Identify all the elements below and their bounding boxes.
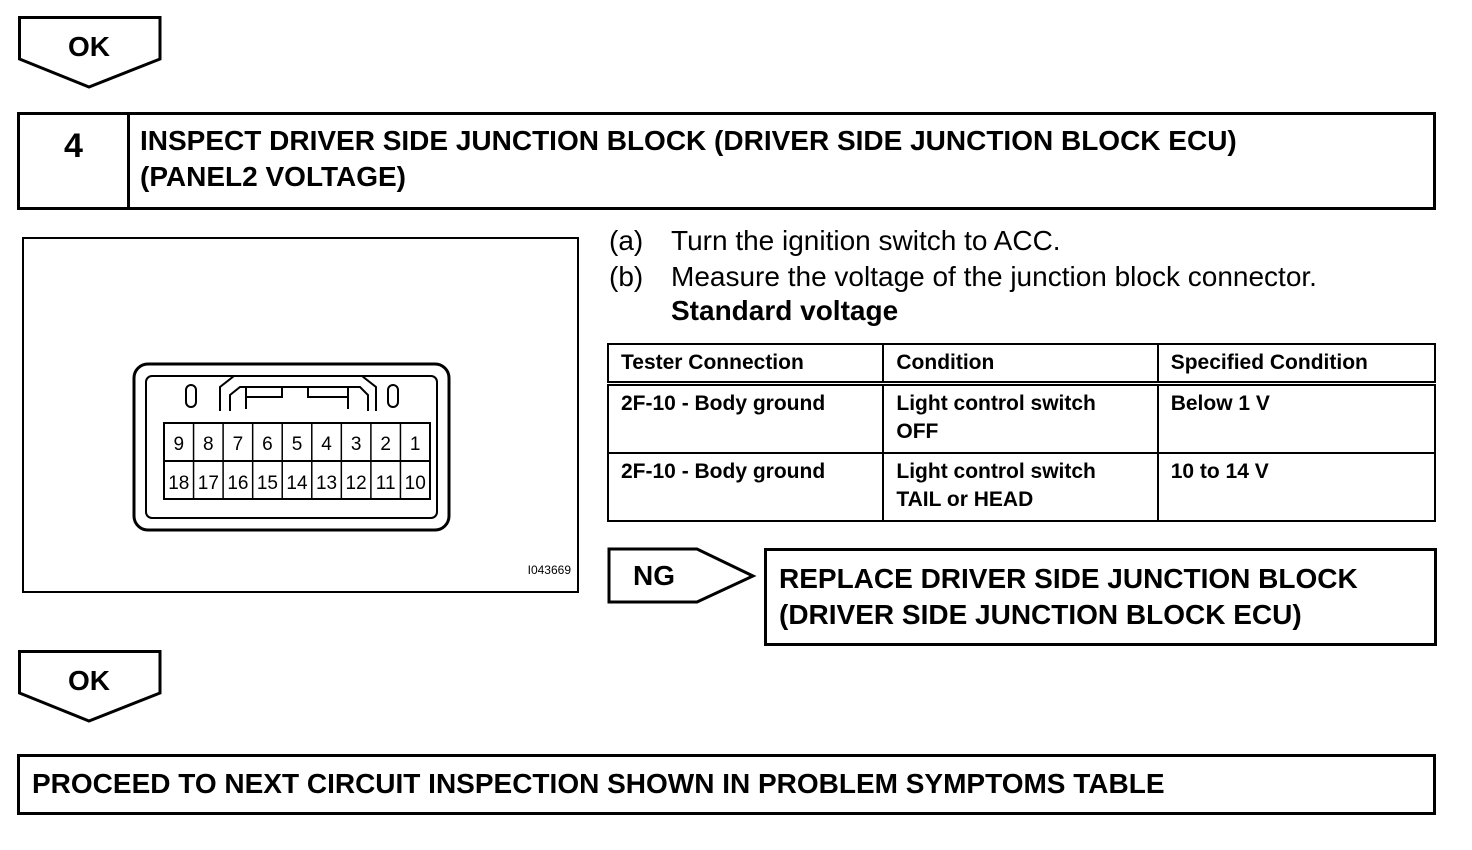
row2-condition: Light control switch TAIL or HEAD <box>882 452 1159 522</box>
ok-arrow-bottom: OK <box>18 650 162 723</box>
row2-condition-line1: Light control switch <box>896 460 1096 483</box>
step-number: 4 <box>20 115 130 207</box>
pin-label: 7 <box>233 434 244 455</box>
figure-id: I043669 <box>527 563 571 577</box>
row1-specified: Below 1 V <box>1156 382 1437 454</box>
row1-connection: 2F-10 - Body ground <box>606 382 885 454</box>
table-row: 2F-10 - Body ground Light control switch… <box>606 382 1437 454</box>
table-row: 2F-10 - Body ground Light control switch… <box>606 452 1437 522</box>
pin-label: 14 <box>286 473 308 494</box>
instruction-b-marker: (b) <box>609 261 644 292</box>
pin-label: 5 <box>292 434 303 455</box>
ok-label-top: OK <box>68 31 110 62</box>
ng-label: NG <box>633 560 675 591</box>
step-title-line2: (PANEL2 VOLTAGE) <box>140 161 406 192</box>
pin-label: 10 <box>405 473 426 494</box>
pin-label: 16 <box>227 473 248 494</box>
pin-label: 4 <box>321 434 332 455</box>
pin-label: 15 <box>257 473 278 494</box>
pin-label: 13 <box>316 473 337 494</box>
pin-label: 2 <box>380 434 391 455</box>
ng-result-box: REPLACE DRIVER SIDE JUNCTION BLOCK (DRIV… <box>764 548 1437 646</box>
pin-label: 12 <box>346 473 367 494</box>
ok-label-bottom: OK <box>68 665 110 696</box>
pin-label: 3 <box>351 434 362 455</box>
header-condition: Condition <box>882 343 1159 386</box>
step-header: 4 INSPECT DRIVER SIDE JUNCTION BLOCK (DR… <box>17 112 1436 210</box>
ng-result-line2: (DRIVER SIDE JUNCTION BLOCK ECU) <box>779 599 1302 630</box>
row1-condition-line2: OFF <box>896 420 939 443</box>
pin-label: 1 <box>410 434 421 455</box>
pin-label: 8 <box>203 434 214 455</box>
row1-condition-line1: Light control switch <box>896 392 1096 415</box>
pin-label: 17 <box>198 473 219 494</box>
table-header-row: Tester Connection Condition Specified Co… <box>606 343 1437 386</box>
header-specified-condition: Specified Condition <box>1156 343 1437 386</box>
pin-label: 6 <box>262 434 273 455</box>
row2-condition-line2: TAIL or HEAD <box>896 488 1034 511</box>
header-tester-connection: Tester Connection <box>606 343 885 386</box>
pin-label: 18 <box>168 473 189 494</box>
row2-specified: 10 to 14 V <box>1156 452 1437 522</box>
row2-connection: 2F-10 - Body ground <box>606 452 885 522</box>
ng-arrow: NG <box>607 547 757 604</box>
ok-arrow-top: OK <box>18 16 162 89</box>
instruction-b: (b) Measure the voltage of the junction b… <box>609 259 1317 295</box>
row1-condition: Light control switch OFF <box>882 382 1159 454</box>
pin-label: 9 <box>173 434 184 455</box>
step-title: INSPECT DRIVER SIDE JUNCTION BLOCK (DRIV… <box>140 123 1420 195</box>
instruction-b-text: Measure the voltage of the junction bloc… <box>671 261 1317 292</box>
final-instruction: PROCEED TO NEXT CIRCUIT INSPECTION SHOWN… <box>17 754 1436 815</box>
spec-table: Tester Connection Condition Specified Co… <box>606 343 1437 522</box>
instruction-a: (a) Turn the ignition switch to ACC. <box>609 223 1061 259</box>
pin-label: 11 <box>376 473 396 494</box>
instruction-a-marker: (a) <box>609 225 644 256</box>
ng-result-line1: REPLACE DRIVER SIDE JUNCTION BLOCK <box>779 563 1358 594</box>
step-title-line1: INSPECT DRIVER SIDE JUNCTION BLOCK (DRIV… <box>140 125 1237 156</box>
instruction-a-text: Turn the ignition switch to ACC. <box>671 225 1061 256</box>
standard-voltage-label: Standard voltage <box>671 295 899 326</box>
